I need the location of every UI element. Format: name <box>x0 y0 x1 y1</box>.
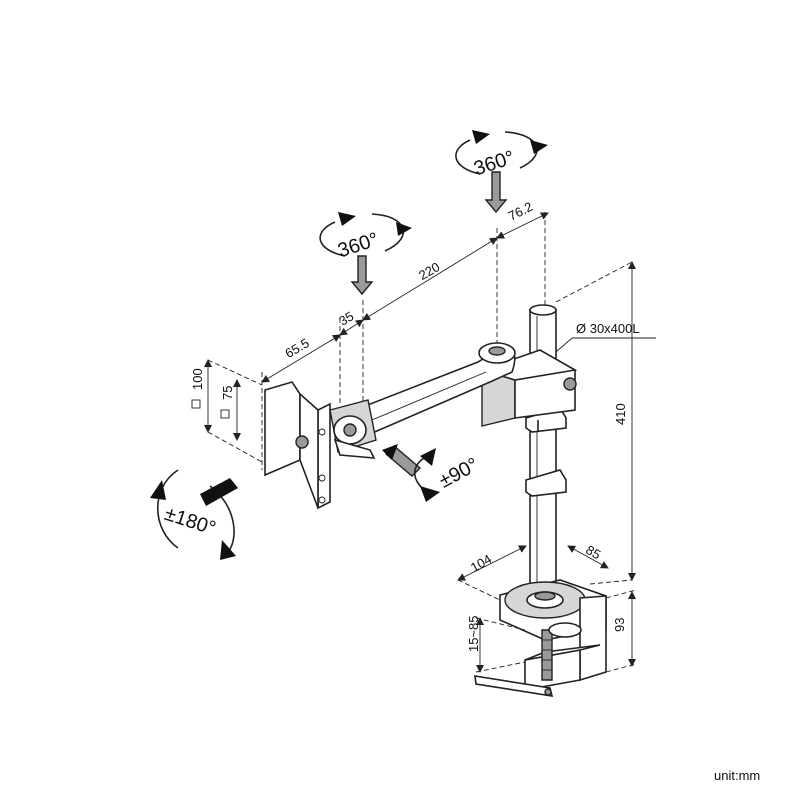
swivel-rotation-symbol: ±180° <box>150 469 238 560</box>
arm <box>358 342 516 436</box>
arm-joint-rotation-symbol: 360° <box>319 212 412 296</box>
dim-65-5-label: 65.5 <box>282 335 311 361</box>
dim-93-label: 93 <box>612 618 627 632</box>
pole-diameter-label: Ø 30x400L <box>576 321 640 336</box>
unit-label: unit:mm <box>714 768 760 783</box>
dimension-lines-top <box>261 212 549 470</box>
dim-85-label: 85 <box>583 542 603 562</box>
clamp-dimensions: 104 85 93 15~85 <box>457 542 637 673</box>
square-100-icon <box>191 399 201 409</box>
dim-35-label: 35 <box>336 308 356 328</box>
dim-410-label: 410 <box>613 403 628 425</box>
vesa-100-label: 100 <box>190 368 205 390</box>
vesa-plate <box>264 381 331 510</box>
tilt-joint <box>329 399 377 459</box>
pole-diameter-callout: Ø 30x400L <box>555 321 656 353</box>
rotation-90-label: ±90° <box>436 454 483 493</box>
dim-104-label: 104 <box>468 551 494 575</box>
rotation-180-label: ±180° <box>162 503 219 540</box>
pole-top-rotation-symbol: 360° <box>455 130 548 214</box>
dim-15-85-label: 15~85 <box>466 615 481 652</box>
desk-clamp <box>474 579 607 697</box>
vesa-dimensions: 100 75 <box>190 359 263 463</box>
tilt-rotation-symbol: ±90° <box>382 444 482 502</box>
pole-height-dimension: 410 <box>555 261 636 585</box>
dim-76-2-label: 76.2 <box>506 199 535 224</box>
square-75-icon <box>220 409 230 419</box>
vesa-75-label: 75 <box>220 386 235 400</box>
dim-220-label: 220 <box>416 259 442 283</box>
pole <box>525 304 567 611</box>
